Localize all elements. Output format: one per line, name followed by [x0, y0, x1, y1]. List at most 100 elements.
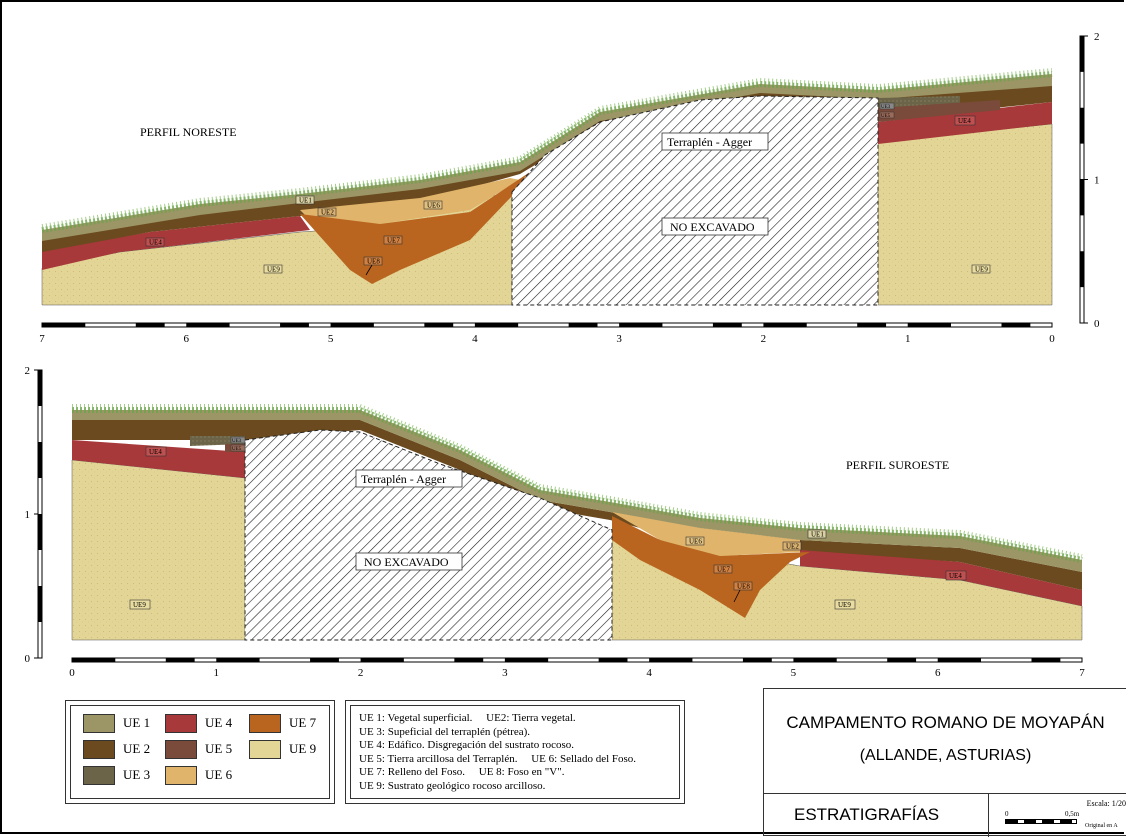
top-x-scale-segment [568, 323, 598, 327]
top-y-scale-segment [1080, 36, 1084, 72]
bottom-tag-ue6: UE6 [689, 538, 702, 546]
top-x-tick-label: 7 [39, 333, 45, 345]
top-agger-label: Terraplén - Agger [667, 135, 752, 149]
legend-swatch [83, 766, 115, 785]
top-not-excavated-label: NO EXCAVADO [670, 220, 755, 234]
bottom-tag-ue4: UE4 [149, 448, 162, 456]
scale-box: Escala: 1/20 0 0,5m Original en A [988, 793, 1126, 837]
bottom-x-scale-segment [1031, 658, 1061, 662]
bottom-x-scale-segment [72, 658, 116, 662]
description-line: UE 1: Vegetal superficial. UE2: Tierra v… [359, 712, 576, 724]
title-block: CAMPAMENTO ROMANO DE MOYAPÁN (ALLANDE, A… [763, 688, 1126, 837]
legend-swatch [83, 714, 115, 733]
top-profile-title: PERFIL NORESTE [140, 125, 237, 139]
top-y-tick-label: 2 [1094, 31, 1100, 43]
original-note: Original en A [1085, 823, 1118, 829]
legend-label: UE 2 [123, 741, 151, 756]
bottom-x-scale-segment [504, 658, 549, 662]
scale-bar [1005, 819, 1077, 824]
scale-label: Escala: 1/20 [1086, 799, 1126, 808]
bottom-x-tick-label: 5 [791, 667, 797, 679]
top-tag-ue8: UE8 [367, 258, 380, 266]
description-line: UE 9: Sustrato geológico rocoso arcillos… [359, 779, 546, 792]
top-y-scale-segment [1080, 107, 1084, 144]
bottom-x-tick-label: 4 [646, 667, 652, 679]
top-x-scale-segment [763, 323, 807, 327]
top-x-scale-segment [712, 323, 742, 327]
top-tag-ue5: UE5 [881, 114, 891, 119]
legend-label: UE 6 [205, 767, 233, 782]
bottom-x-scale-segment [360, 658, 404, 662]
top-x-scale-segment [135, 323, 165, 327]
description-line: UE 5: Tierra arcillosa del Terraplén. UE… [359, 752, 637, 765]
top-x-scale-segment [857, 323, 887, 327]
bottom-y-tick-label: 2 [25, 365, 31, 377]
bottom-ue6-layer [612, 512, 800, 556]
legend-swatch [165, 740, 197, 759]
top-x-scale-segment [619, 323, 663, 327]
scale-half: 0,5m [1065, 810, 1080, 818]
project-location: (ALLANDE, ASTURIAS) [859, 747, 1032, 764]
top-x-tick-label: 6 [184, 333, 190, 345]
top-tag-ue3: UE3 [881, 105, 891, 110]
top-x-scale-segment [42, 323, 86, 327]
top-y-scale-segment [1080, 251, 1084, 288]
top-x-tick-label: 5 [328, 333, 334, 345]
bottom-y-scale-segment [38, 370, 42, 406]
top-x-scale-segment [424, 323, 454, 327]
top-agger-hatch [511, 95, 879, 306]
bottom-y-tick-label: 0 [25, 653, 31, 665]
bottom-tag-ue9-right: UE9 [838, 601, 851, 609]
bottom-x-tick-label: 0 [69, 667, 75, 679]
bottom-ue4-left-layer [72, 440, 245, 478]
bottom-x-scale-segment [454, 658, 484, 662]
bottom-tag-ue2: UE2 [786, 543, 799, 551]
legend-swatch [249, 740, 281, 759]
bottom-tag-ue5: UE5 [232, 447, 242, 452]
top-ue1-layer [42, 74, 1052, 241]
project-title: CAMPAMENTO ROMANO DE MOYAPÁN [786, 713, 1105, 732]
top-x-tick-label: 3 [616, 333, 622, 345]
legend-swatch [165, 766, 197, 785]
top-ue4-layer [42, 216, 310, 270]
bottom-tag-ue1: UE1 [811, 531, 824, 539]
bottom-ue7-layer [612, 516, 810, 618]
bottom-grass [72, 407, 1083, 563]
legend-swatch [249, 714, 281, 733]
title-divider [764, 793, 1126, 794]
top-tag-ue4-right: UE4 [958, 117, 971, 125]
top-y-scale-segment [1080, 179, 1084, 216]
bottom-y-tick-label: 1 [25, 509, 31, 521]
legend-label: UE 7 [289, 715, 317, 730]
legend-swatch [165, 714, 197, 733]
top-ue7-layer [300, 172, 530, 284]
top-tag-ue7: UE7 [387, 237, 400, 245]
bottom-ue4-right-layer [800, 548, 1082, 606]
bottom-x-scale-segment [310, 658, 339, 662]
bottom-tag-ue8: UE8 [737, 583, 750, 591]
description-line: UE 3: Supeficial del terraplén (pétrea). [359, 725, 531, 738]
bottom-x-tick-label: 3 [502, 667, 508, 679]
bottom-x-scale-segment [216, 658, 260, 662]
top-tag-ue4: UE4 [149, 239, 162, 247]
unit-descriptions: UE 1: Vegetal superficial. UE2: Tierra v… [345, 700, 685, 804]
top-x-scale-segment [474, 323, 519, 327]
bottom-x-scale-segment [887, 658, 917, 662]
legend-label: UE 5 [205, 741, 233, 756]
description-line: UE 7: Relleno del Foso. UE 8: Foso en "V… [359, 766, 565, 778]
bottom-not-excavated-label: NO EXCAVADO [364, 555, 449, 569]
top-tag-ue9: UE9 [267, 266, 280, 274]
top-tag-ue6: UE6 [427, 202, 440, 210]
top-x-tick-label: 0 [1049, 333, 1055, 345]
bottom-x-scale-segment [165, 658, 195, 662]
section-title: ESTRATIGRAFÍAS [794, 805, 940, 824]
top-tag-ue1: UE1 [299, 197, 312, 205]
top-y-scale: 210 [1079, 31, 1100, 330]
top-tag-ue9-right: UE9 [975, 266, 988, 274]
bottom-profile-title: PERFIL SUROESTE [846, 458, 949, 472]
bottom-profile: UE4 UE9 UE3 UE5 UE1 UE6 UE2 UE7 UE8 UE9 … [25, 365, 1086, 679]
top-x-scale-segment [186, 323, 230, 327]
